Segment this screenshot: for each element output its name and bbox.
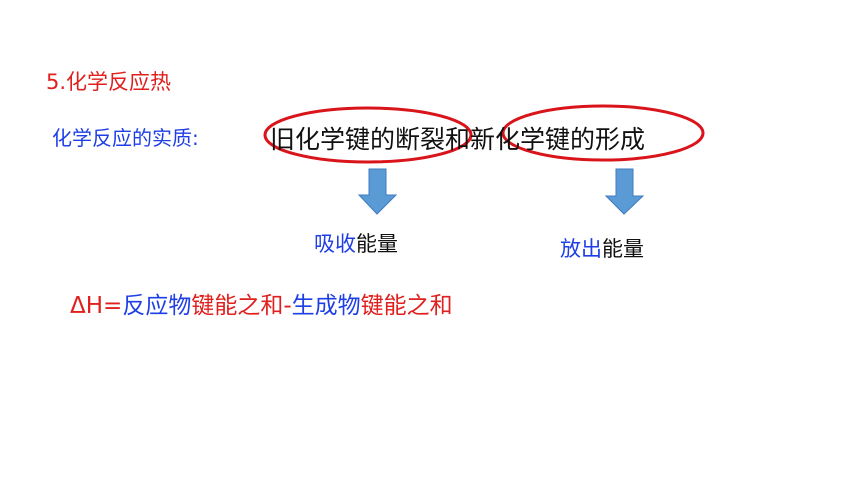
enthalpy-formula: ΔH=反应物键能之和-生成物键能之和 [70, 286, 453, 320]
ellipse-highlight-old-bonds [263, 106, 473, 164]
essence-label: 化学反应的实质: [52, 126, 199, 150]
absorb-noun: 能量 [356, 232, 398, 256]
down-arrow-icon [357, 168, 398, 215]
essence-text: 旧化学键的断裂和新化学键的形成 [270, 125, 646, 154]
formula-reactants: 反应物 [122, 293, 192, 319]
release-noun: 能量 [602, 237, 644, 261]
absorb-verb: 吸收 [314, 232, 356, 256]
ellipse-highlight-new-bonds [501, 104, 705, 162]
formula-prefix: ΔH= [70, 293, 123, 319]
down-arrow-icon [604, 168, 645, 215]
section-heading: 5.化学反应热 [46, 70, 172, 94]
absorb-energy-label: 吸收能量 [314, 228, 398, 258]
formula-bond-energy-sum-1: 键能之和 [191, 293, 284, 319]
formula-products: 生成物 [291, 293, 361, 319]
release-verb: 放出 [560, 237, 602, 261]
formula-bond-energy-sum-2: 键能之和 [360, 293, 453, 319]
release-energy-label: 放出能量 [560, 233, 644, 263]
formula-minus: - [283, 293, 292, 319]
